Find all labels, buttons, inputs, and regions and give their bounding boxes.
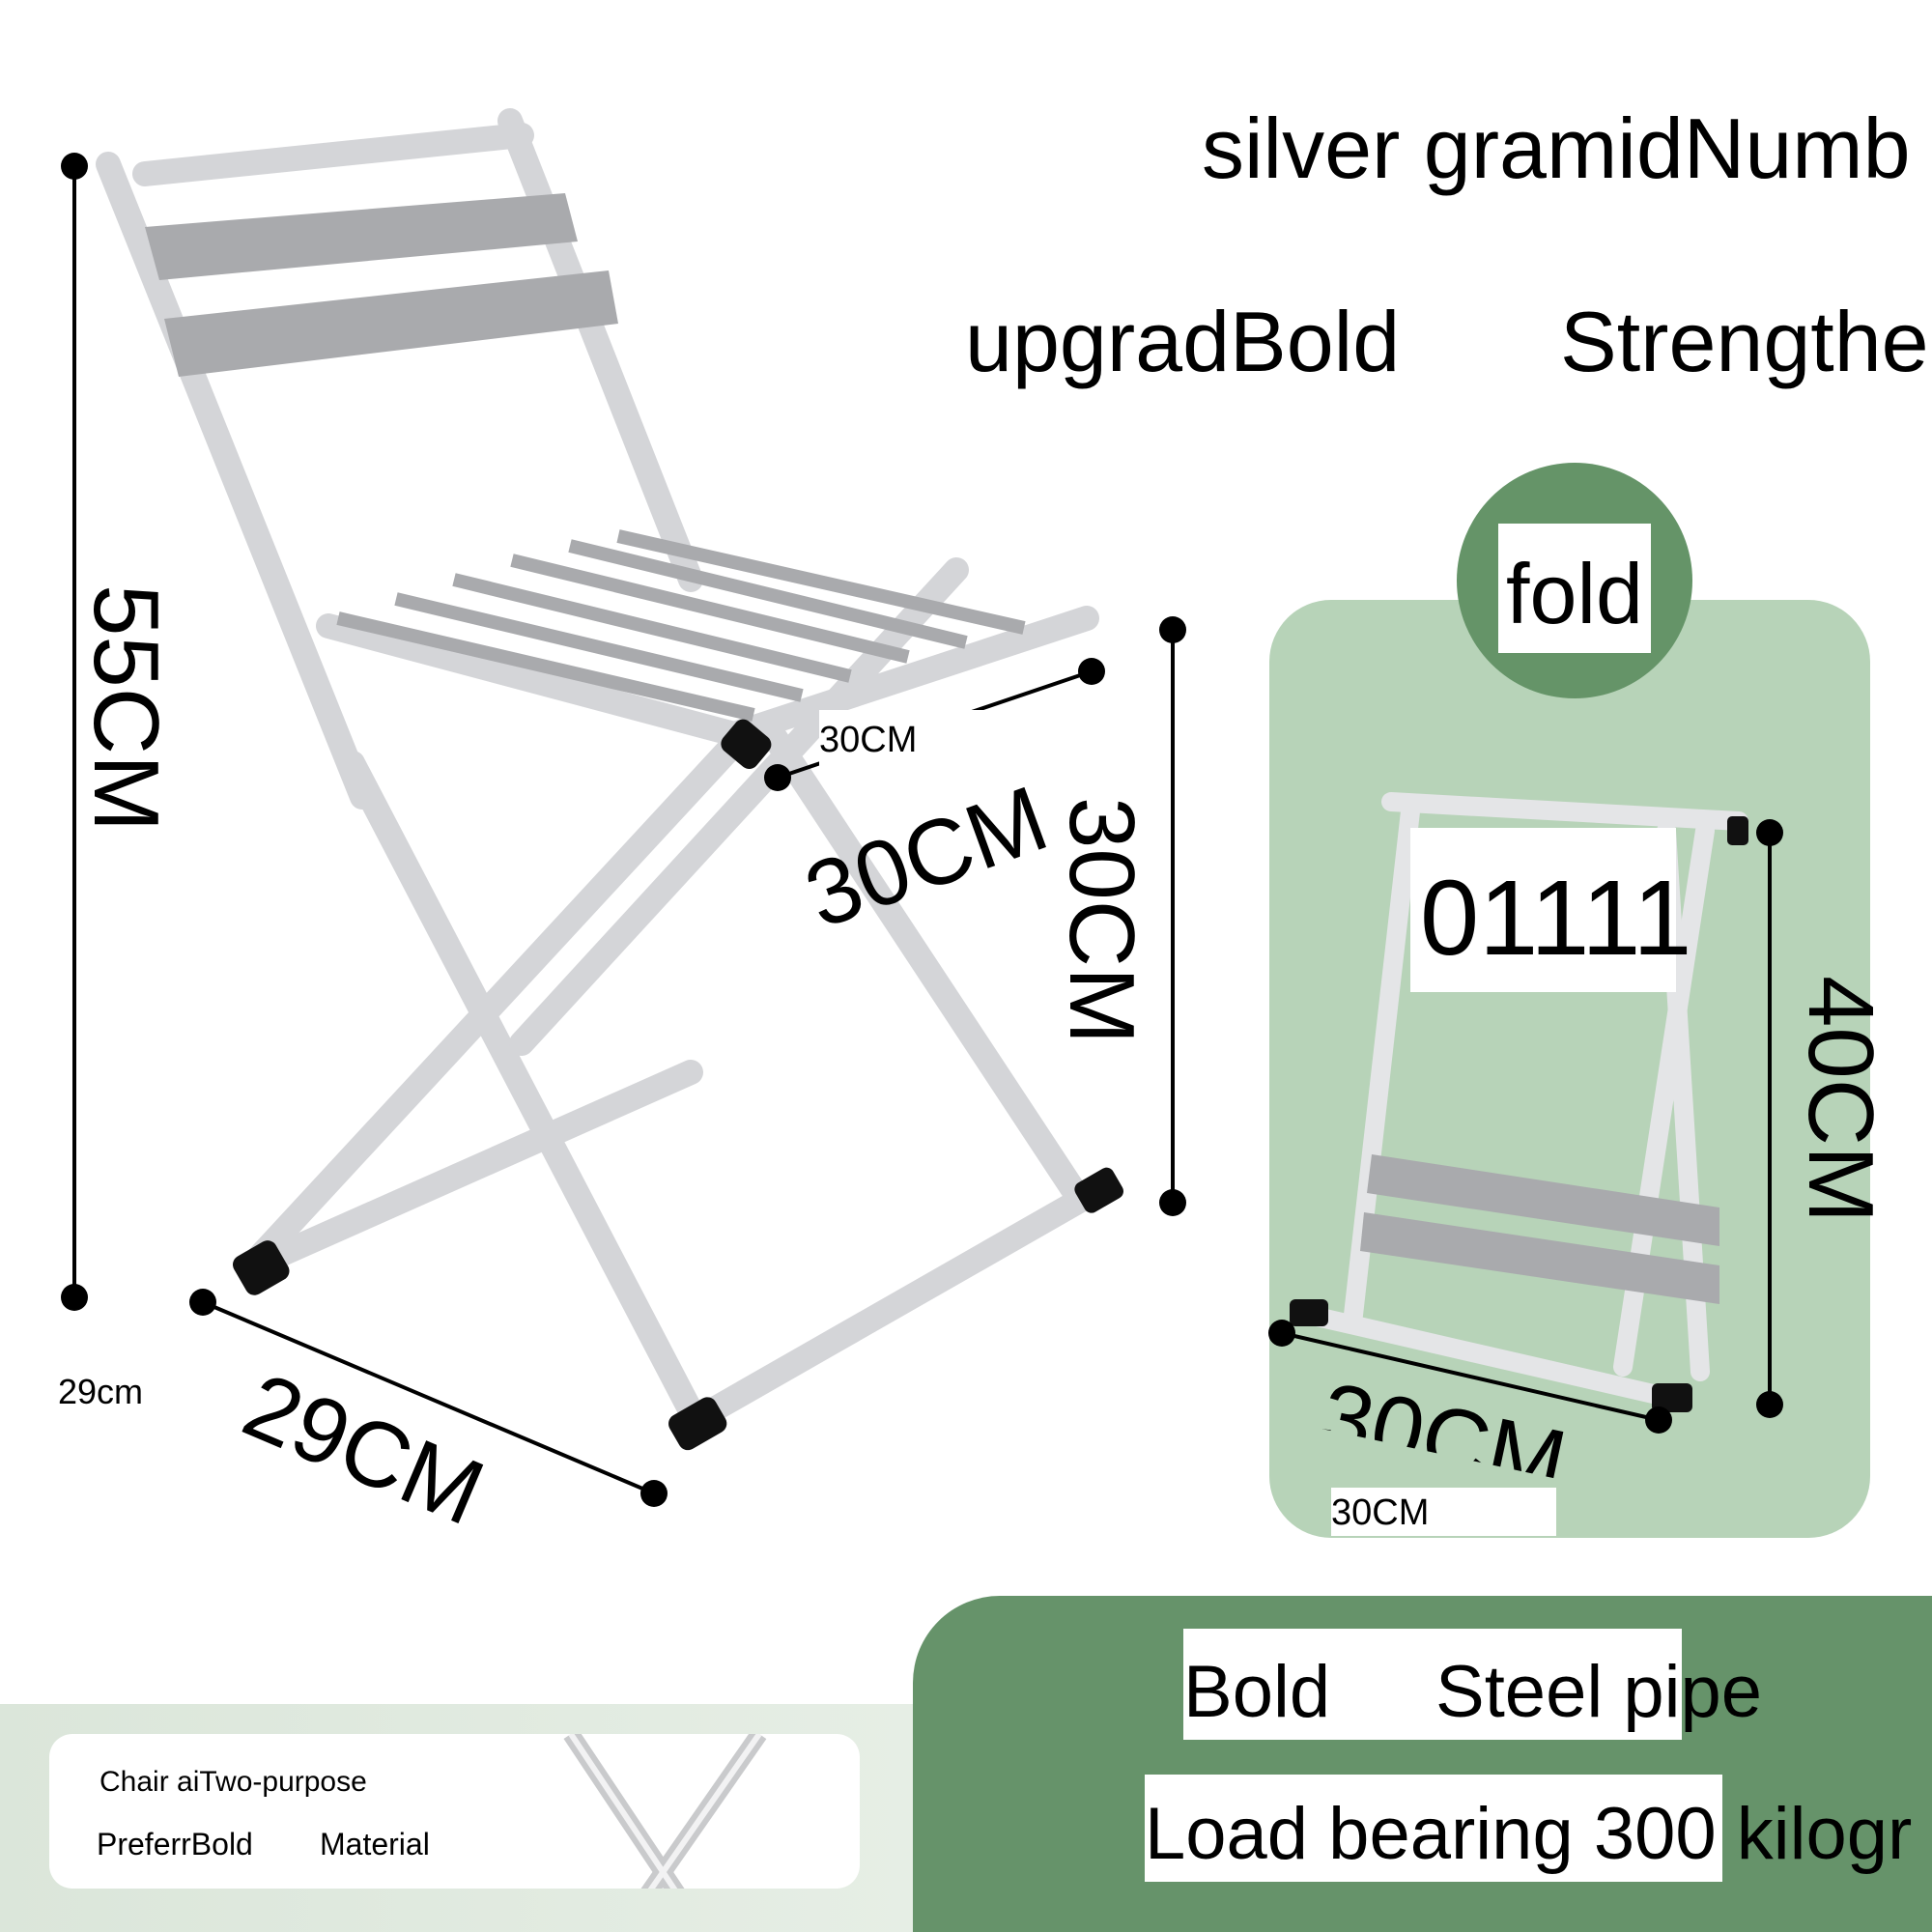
x-frame-image xyxy=(563,1734,767,1889)
card-line-2-right: Material xyxy=(320,1827,430,1861)
fold-height-40cm-label: 40CM xyxy=(1789,976,1892,1224)
card-line-1: Chair aiTwo-purpose xyxy=(99,1766,367,1798)
depth-29cm-small-label: 29cm xyxy=(58,1372,144,1411)
height-55cm-label: 55CM xyxy=(74,584,178,833)
fold-label: fold xyxy=(1498,524,1651,653)
header-line-2-left: upgradBold xyxy=(965,294,1401,389)
fold-width-30cm-small-label: 30CM xyxy=(1331,1488,1556,1536)
seat-height-30cm-label: 30CM xyxy=(1050,797,1153,1045)
material-card: Chair aiTwo-purpose PreferrBold Material xyxy=(49,1734,860,1889)
fold-code-label: 01111 xyxy=(1410,828,1691,992)
header-line-1: silver gramidNumb xyxy=(1202,100,1911,196)
feature-bold: Bold xyxy=(1183,1629,1435,1740)
card-line-2-left: PreferrBold xyxy=(97,1827,253,1861)
header-line-2-right: Strengthe xyxy=(1560,294,1929,389)
width-30cm-small-label: 30CM xyxy=(819,710,1051,768)
feature-steel-pipe: Steel pipe xyxy=(1435,1629,1762,1740)
feature-load-bearing: Load bearing 300 kilogr xyxy=(1145,1775,1912,1882)
